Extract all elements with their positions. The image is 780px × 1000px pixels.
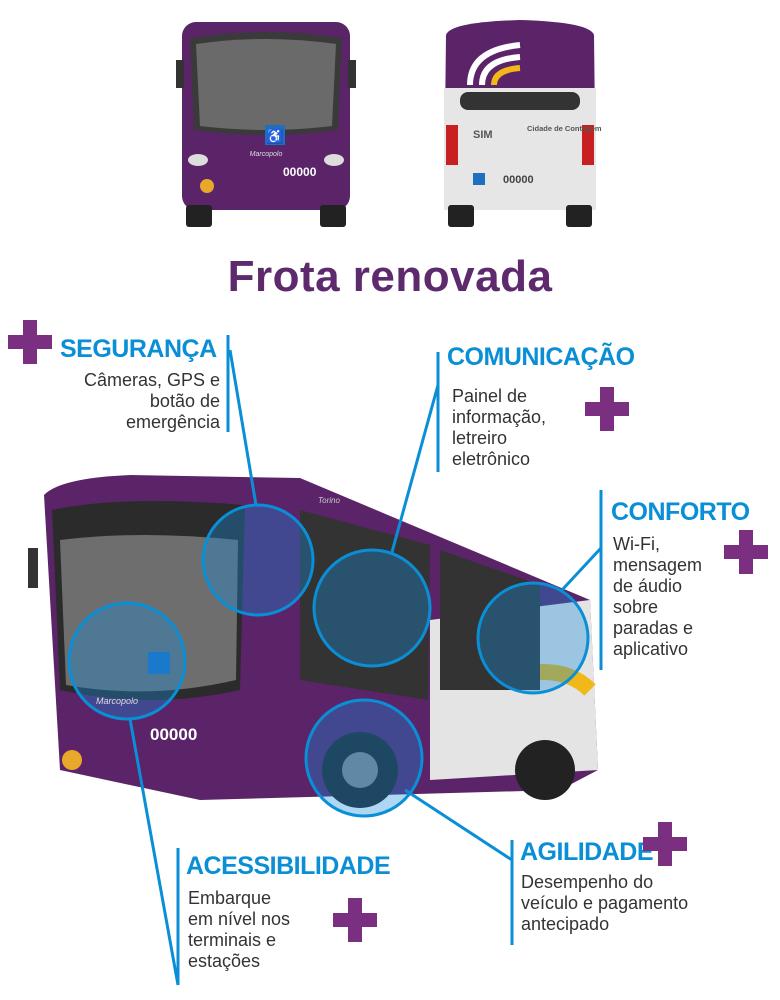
desc-line: Câmeras, GPS e	[83, 370, 220, 390]
plus-icon	[8, 320, 52, 364]
desc-line: antecipado	[521, 914, 610, 934]
desc-line: terminais e	[188, 930, 277, 950]
highlight-circle-comunicacao	[312, 548, 432, 668]
callout-lines	[128, 335, 603, 986]
desc-line: eletrônico	[452, 449, 531, 469]
feature-heading-seguranca: SEGURANÇA	[60, 335, 217, 363]
feature-desc-agilidade: Desempenho do veículo e pagamento anteci…	[521, 872, 688, 935]
page-title: Frota renovada	[227, 252, 553, 301]
callout-circles	[67, 503, 590, 818]
side-bus-brand: Marcopolo	[96, 696, 138, 706]
highlight-circle-conforto	[476, 581, 590, 695]
plus-icon	[333, 898, 377, 942]
desc-line: sobre	[613, 597, 659, 617]
feature-desc-conforto: Wi-Fi, mensagem de áudio sobre paradas e…	[613, 534, 702, 660]
desc-line: botão de	[149, 391, 220, 411]
rear-bus: SIM Cidade de Contagem 00000	[444, 20, 602, 227]
desc-line: Wi-Fi,	[613, 534, 660, 554]
desc-line: de áudio	[613, 576, 683, 596]
desc-line: Painel de	[452, 386, 528, 406]
plus-icon	[643, 822, 687, 866]
desc-line: aplicativo	[613, 639, 689, 659]
desc-line: emergência	[125, 412, 220, 432]
rear-bus-number: 00000	[503, 174, 534, 186]
side-bus-labels: Marcopolo Torino	[96, 496, 340, 706]
feature-desc-acessibilidade: Embarque em nível nos terminais e estaçõ…	[188, 888, 290, 972]
svg-text:♿: ♿	[266, 128, 283, 145]
feature-heading-agilidade: AGILIDADE	[520, 838, 654, 866]
feature-desc-seguranca: Câmeras, GPS e botão de emergência	[84, 370, 220, 433]
rear-bus-city: Cidade de Contagem	[527, 124, 602, 133]
desc-line: informação,	[452, 407, 547, 427]
desc-line: paradas e	[613, 618, 694, 638]
side-bus-model: Torino	[318, 496, 340, 505]
highlight-circle-agilidade	[304, 698, 424, 818]
rear-bus-operator: SIM	[473, 129, 493, 141]
highlight-circle-acessibilidade	[67, 601, 187, 721]
highlight-circle-seguranca	[201, 503, 315, 617]
front-bus-brand: Marcopolo	[250, 151, 283, 158]
feature-heading-conforto: CONFORTO	[611, 498, 750, 526]
desc-line: letreiro	[452, 428, 508, 448]
desc-line: Desempenho do	[521, 872, 654, 892]
feature-desc-comunicacao: Painel de informação, letreiro eletrônic…	[452, 386, 546, 470]
desc-line: estações	[188, 951, 261, 971]
front-bus: ♿ Marcopolo 00000	[176, 22, 356, 227]
desc-line: em nível nos	[188, 909, 291, 929]
feature-heading-acessibilidade: ACESSIBILIDADE	[186, 852, 391, 880]
feature-heading-comunicacao: COMUNICAÇÃO	[447, 343, 635, 371]
desc-line: Embarque	[188, 888, 272, 908]
desc-line: veículo e pagamento	[521, 893, 689, 913]
front-bus-number: 00000	[283, 165, 317, 179]
plus-icon	[585, 387, 629, 431]
side-bus-number: 00000	[150, 725, 197, 744]
desc-line: mensagem	[613, 555, 703, 575]
plus-icon	[724, 530, 768, 574]
